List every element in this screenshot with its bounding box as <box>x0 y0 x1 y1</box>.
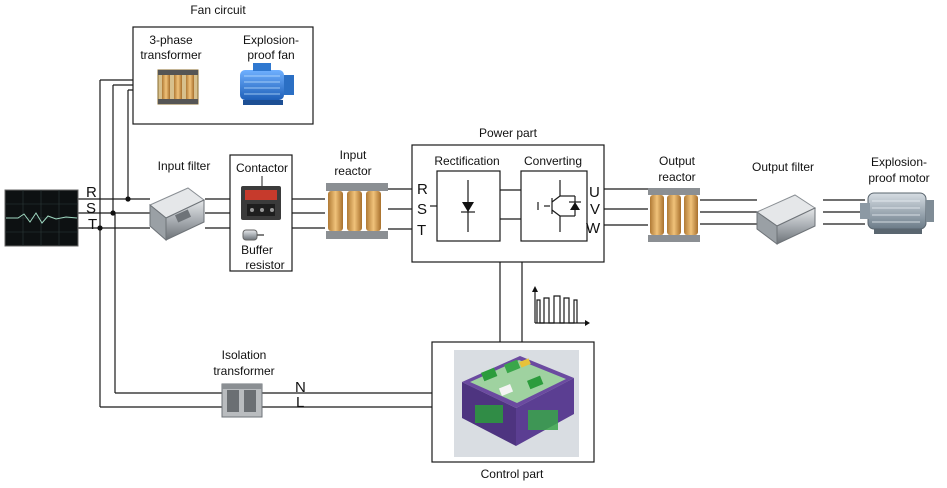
input-reactor-image <box>326 183 388 239</box>
explosion-proof-fan-label-line2: proof fan <box>247 48 294 62</box>
explosion-proof-motor-label-line2: proof motor <box>868 171 929 185</box>
power-output-v: V <box>590 201 600 218</box>
power-source-image <box>4 189 79 247</box>
rectifier-block <box>436 170 501 242</box>
power-output-w: W <box>586 220 601 237</box>
phase-label-s: S <box>86 200 96 217</box>
buffer-resistor-image <box>242 229 264 241</box>
three-phase-transformer-image <box>157 69 199 105</box>
output-reactor-image <box>648 188 700 242</box>
phase-label-r: R <box>86 184 97 201</box>
output-reactor-label-line1: Output <box>659 154 696 168</box>
explosion-proof-fan-label-line1: Explosion- <box>243 33 299 47</box>
input-filter-image <box>149 187 205 242</box>
isolation-transformer-label-line1: Isolation <box>222 348 267 362</box>
power-part-title: Power part <box>479 126 538 140</box>
output-reactor-label-line2: reactor <box>658 170 695 184</box>
phase-label-t: T <box>88 216 97 233</box>
pwm-waveform-icon <box>532 286 590 326</box>
single-phase-label-n: N <box>295 379 306 396</box>
power-output-u: U <box>589 184 600 201</box>
single-phase-label-l: L <box>296 394 304 411</box>
rectification-label: Rectification <box>434 154 499 168</box>
control-board-image <box>454 350 579 457</box>
isolation-transformer-image <box>221 383 263 418</box>
contactor-image <box>241 176 281 220</box>
three-phase-transformer-label-line2: transformer <box>140 48 201 62</box>
input-reactor-label-line1: Input <box>340 148 367 162</box>
explosion-proof-fan-image <box>240 63 294 105</box>
fan-circuit-title: Fan circuit <box>190 3 246 17</box>
output-filter-label: Output filter <box>752 160 814 174</box>
buffer-resistor-label-line1: Buffer <box>241 243 273 257</box>
power-input-r: R <box>417 181 428 198</box>
explosion-proof-motor-label-line1: Explosion- <box>871 155 927 169</box>
explosion-proof-motor-image <box>860 192 934 234</box>
three-phase-transformer-label-line1: 3-phase <box>149 33 193 47</box>
converting-label: Converting <box>524 154 582 168</box>
input-reactor-label-line2: reactor <box>334 164 371 178</box>
output-filter-image <box>755 194 817 245</box>
control-part-title: Control part <box>481 467 544 481</box>
isolation-transformer-label-line2: transformer <box>213 364 274 378</box>
wiring <box>78 79 865 408</box>
input-filter-label: Input filter <box>158 159 211 173</box>
inverter-block <box>520 170 588 242</box>
contactor-label: Contactor <box>236 161 288 175</box>
buffer-resistor-label-line2: resistor <box>245 258 284 272</box>
power-input-s: S <box>417 201 427 218</box>
power-input-t: T <box>417 222 426 239</box>
